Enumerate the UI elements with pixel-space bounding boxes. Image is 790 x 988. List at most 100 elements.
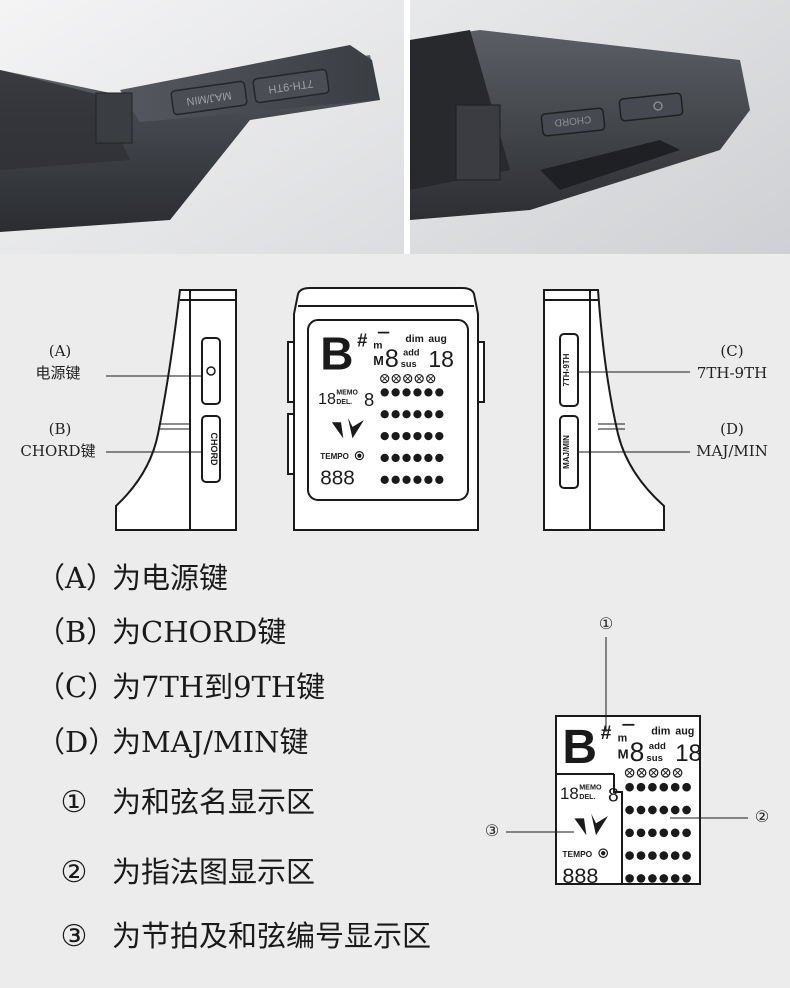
lcd-tempo: TEMPO [320, 452, 349, 461]
lcd-fret-dot [659, 851, 669, 860]
lcd-fret-dot [380, 475, 389, 484]
diagram-panel: CHORD 7TH-9TH MAJ/MIN [0, 254, 790, 988]
lcd-x-marker [648, 767, 659, 778]
lcd-fret-dot [413, 453, 422, 463]
lcd-num-18: 18 [675, 740, 702, 767]
lcd-num-18-small: 18 [560, 784, 579, 803]
lcd-x-marker [660, 767, 671, 778]
lcd-fret-dot [682, 874, 691, 883]
7th-9th-button-photo: 7TH-9TH [252, 68, 330, 104]
lcd-tempo-dot [357, 453, 362, 458]
lcd-fret-dot [670, 828, 680, 838]
lcd-fret-dot [413, 431, 422, 441]
lcd-fret-dot [670, 782, 680, 792]
lcd-fret-dot [648, 782, 657, 792]
lcd-fret-dot [636, 874, 646, 883]
lcd-x-marker [624, 767, 635, 778]
lcd-fret-dot [435, 453, 444, 463]
majmin-button-photo: MAJ/MIN [170, 80, 248, 116]
lcd-fret-dot [391, 431, 400, 441]
lcd-tempo-dot [601, 851, 606, 856]
lcd-memo: MEMO [579, 783, 602, 792]
lcd-fret-dot [648, 851, 657, 860]
lcd-fret-dot [424, 431, 433, 441]
callout-b-letter: (B) [48, 420, 72, 438]
lcd-fret-dot [659, 805, 669, 815]
callout-d-letter: (D) [720, 420, 744, 438]
legend-item-c: （C）为7TH到9TH键 [36, 670, 326, 704]
lcd-fret-dot [391, 475, 400, 484]
lcd-x-marker [672, 767, 683, 778]
lcd-x-marker [414, 373, 424, 384]
lcd-fret-dot [682, 805, 691, 815]
callout-a-text: 电源键 [35, 364, 81, 382]
power-icon [206, 366, 216, 376]
lcd-fret-dot [625, 851, 634, 860]
lcd-fret-dot [636, 805, 646, 815]
lcd-aug: aug [428, 334, 446, 345]
lcd-fret-dot [625, 782, 634, 792]
lcd-x-marker [426, 373, 436, 384]
lcd-fret-dot [670, 805, 680, 815]
lcd-chord-letter: B [320, 327, 353, 379]
lcd-m-big: M [373, 354, 384, 368]
lcd-sus: sus [401, 359, 417, 369]
lcd-m-big: M [618, 746, 629, 761]
lcd-fret-dot [670, 851, 680, 860]
lcd-fret-dot [648, 874, 657, 883]
marker-2: ② [754, 807, 770, 826]
lcd-fret-dot [402, 453, 411, 463]
lcd-fret-dot [424, 410, 433, 419]
lcd-num-18-small: 18 [318, 390, 336, 408]
photo-left-device-side: MAJ/MIN 7TH-9TH [0, 0, 404, 254]
lcd-fret-dot [391, 388, 400, 397]
lcd-fret-dot [682, 782, 691, 792]
lcd-m-small: m [373, 341, 382, 352]
lcd-digit-8: 8 [630, 737, 645, 767]
lcd-digit-8: 8 [385, 345, 399, 373]
lcd-fret-dot [625, 805, 634, 815]
lcd-num-18: 18 [428, 346, 454, 372]
lcd-metronome-icon [574, 813, 608, 836]
lcd-fret-dot [435, 388, 444, 397]
power-button-photo [618, 92, 684, 122]
lcd-x-marker [403, 373, 413, 384]
lcd-fret-dot [402, 410, 411, 419]
lcd-fret-dot [435, 475, 444, 484]
lcd-fret-dot [648, 805, 657, 815]
lcd-fret-dot [659, 782, 669, 792]
lcd-fret-dot [435, 431, 444, 441]
7th-9th-button-label: 7TH-9TH [562, 353, 571, 386]
lcd-del: DEL. [579, 792, 595, 801]
lcd-display-large [555, 715, 701, 885]
lcd-chord-letter: B [562, 721, 597, 774]
lcd-fret-dot [380, 431, 389, 441]
chord-button-drawing [201, 415, 221, 483]
chord-button-label: CHORD [209, 433, 219, 466]
lcd-fret-dot [413, 410, 422, 419]
lcd-fret-dot [402, 431, 411, 441]
power-icon [653, 101, 663, 111]
lcd-fret-dot [636, 782, 646, 792]
lcd-fret-dot [424, 453, 433, 463]
power-button-drawing [201, 337, 221, 405]
lcd-fret-dot [625, 828, 634, 838]
lcd-fret-dot [402, 388, 411, 397]
device-front-drawing [287, 287, 485, 531]
lcd-num-888: 888 [562, 863, 598, 888]
lcd-fret-dot [682, 851, 691, 860]
lcd-fret-dot [424, 475, 433, 484]
lcd-fret-dot [413, 388, 422, 397]
callout-b-text: CHORD键 [20, 442, 96, 460]
marker-3: ③ [484, 821, 500, 840]
callout-a-letter: (A) [48, 342, 72, 360]
legend-item-d: （D）为MAJ/MIN键 [36, 725, 309, 759]
lcd-fret-dot [424, 388, 433, 397]
lcd-fret-dot [435, 410, 444, 419]
lcd-fret-dot [648, 828, 657, 838]
lcd-del: DEL. [336, 399, 352, 406]
